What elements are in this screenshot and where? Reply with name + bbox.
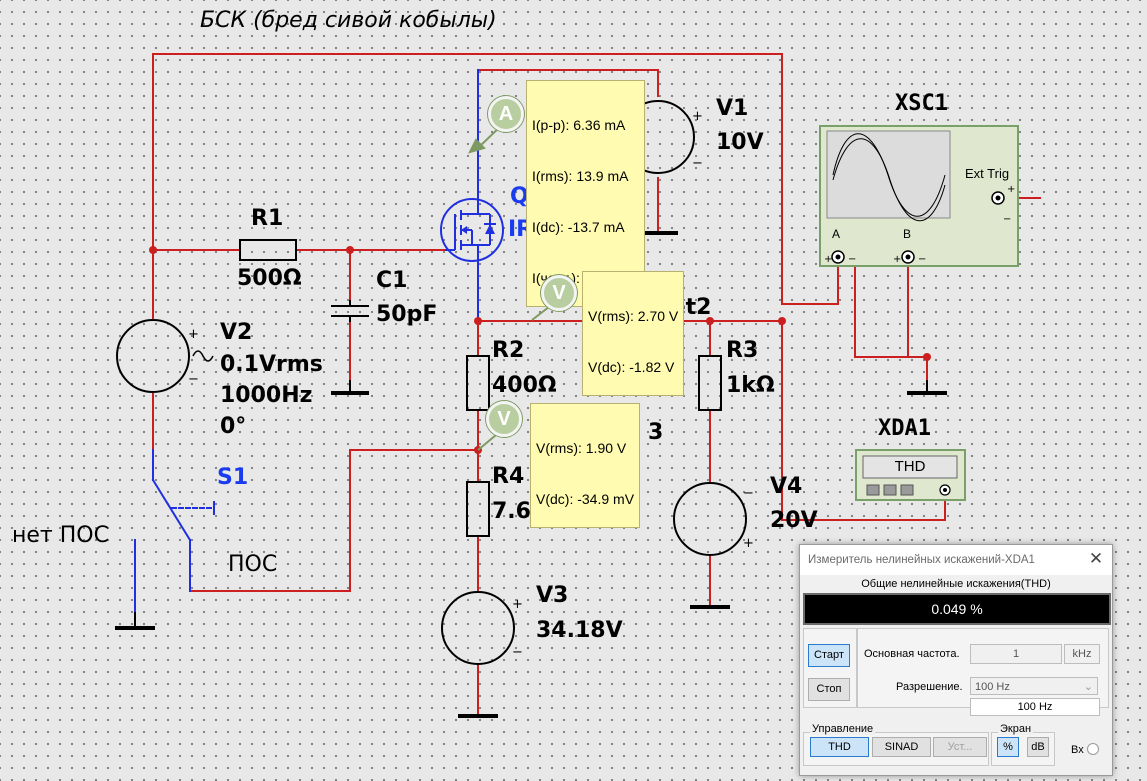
dialog-title: Измеритель нелинейных искажений-XDA1 — [808, 554, 1035, 566]
ammeter-probe-icon[interactable]: A — [488, 96, 524, 132]
voltage-probe-source-readout: V(rms): 1.90 V V(dc): -34.9 mV — [530, 403, 641, 528]
fundamental-frequency-input[interactable]: 1 — [970, 644, 1062, 664]
xsc1-oscilloscope[interactable]: + − + − + − — [819, 125, 1019, 267]
v3-source[interactable]: + − — [441, 591, 523, 665]
xda1-analyzer[interactable] — [855, 449, 966, 501]
r2-value[interactable]: 400Ω — [492, 373, 557, 398]
xsc1-channel-b: B — [903, 227, 912, 241]
settings-panel: Основная частота. 1 kHz Разрешение. 100 … — [857, 628, 1109, 716]
svg-text:+: + — [512, 597, 523, 612]
v3-ref[interactable]: V3 — [536, 583, 569, 608]
sinad-mode-button[interactable]: SINAD — [872, 737, 931, 757]
v2-line1[interactable]: 0.1Vrms — [220, 352, 323, 377]
setup-button[interactable]: Уст... — [933, 737, 987, 757]
resolution-select-value: 100 Hz — [975, 681, 1010, 693]
c1-symbol[interactable] — [331, 300, 369, 322]
r1-ref[interactable]: R1 — [251, 206, 284, 231]
svg-text:−: − — [743, 486, 754, 501]
label-no-feedback: нет ПОС — [12, 523, 109, 548]
svg-text:−: − — [188, 372, 199, 387]
r1-body[interactable] — [239, 239, 297, 261]
r4-ref[interactable]: R4 — [492, 464, 525, 489]
voltage-probe-source-icon[interactable]: V — [486, 401, 522, 437]
thd-mode-button[interactable]: THD — [810, 737, 869, 757]
v4-source[interactable]: − + — [673, 482, 754, 556]
resolution-label: Разрешение. — [896, 681, 963, 693]
display-group-label: Экран — [998, 723, 1034, 735]
fundamental-frequency-unit[interactable]: kHz — [1064, 644, 1100, 664]
svg-text:−: − — [1003, 214, 1011, 225]
xsc1-ext-trig-label: Ext Trig — [965, 166, 1010, 181]
control-group-label: Управление — [810, 723, 876, 735]
probe-drain-line-2: V(dc): -1.82 V — [588, 359, 675, 375]
percent-button[interactable]: % — [997, 737, 1019, 757]
r4-body[interactable] — [466, 481, 490, 537]
stop-button[interactable]: Стоп — [808, 678, 850, 701]
wires-red — [152, 53, 1041, 717]
thd-readout: 0.049 % — [803, 593, 1111, 625]
svg-text:+: + — [893, 254, 901, 265]
r2-body[interactable] — [466, 355, 490, 411]
svg-text:−: − — [692, 156, 703, 171]
c1-ref[interactable]: C1 — [376, 268, 408, 293]
chevron-down-icon: ⌄ — [1083, 681, 1093, 693]
ammeter-line-2: I(rms): 13.9 mA — [532, 168, 629, 184]
r3-value[interactable]: 1kΩ — [726, 373, 775, 398]
v2-line3[interactable]: 0° — [220, 414, 247, 439]
probe-source-line-2: V(dc): -34.9 mV — [536, 491, 635, 507]
r2-ref[interactable]: R2 — [492, 338, 525, 363]
s1-ref[interactable]: S1 — [217, 465, 249, 490]
xsc1-channel-a: A — [832, 227, 841, 241]
v2-line2[interactable]: 1000Hz — [220, 383, 313, 408]
close-icon[interactable]: ✕ — [1088, 549, 1104, 568]
svg-text:−: − — [512, 645, 523, 660]
r1-value[interactable]: 500Ω — [237, 266, 302, 291]
distortion-analyzer-window[interactable]: Измеритель нелинейных искажений-XDA1 ✕ О… — [799, 544, 1113, 776]
voltage-probe-drain-readout: V(rms): 2.70 V V(dc): -1.82 V — [582, 271, 685, 396]
v1-ref[interactable]: V1 — [716, 96, 749, 121]
junction-dots — [149, 246, 931, 454]
xsc1-ref[interactable]: XSC1 — [895, 91, 948, 116]
input-terminal-icon — [1087, 743, 1099, 755]
input-terminal-label: Вх — [1071, 744, 1084, 756]
page-title: БСК (бред сивой кобылы) — [200, 8, 497, 33]
svg-text:+: + — [824, 254, 832, 265]
c1-value[interactable]: 50pF — [376, 302, 438, 327]
wires-blue — [134, 69, 479, 613]
svg-text:+: + — [743, 536, 754, 551]
v4-value[interactable]: 20V — [770, 508, 818, 533]
dialog-titlebar[interactable]: Измеритель нелинейных искажений-XDA1 ✕ — [800, 545, 1112, 575]
hidden-net-label-2: 3 — [648, 420, 664, 445]
thd-caption: Общие нелинейные искажения(THD) — [861, 578, 1051, 590]
v1-value[interactable]: 10V — [716, 130, 764, 155]
v4-ref[interactable]: V4 — [770, 474, 803, 499]
v2-source[interactable]: + − — [116, 319, 214, 393]
r3-body[interactable] — [698, 355, 722, 411]
ammeter-line-3: I(dc): -13.7 mA — [532, 219, 625, 235]
r3-ref[interactable]: R3 — [726, 338, 759, 363]
v3-value[interactable]: 34.18V — [536, 618, 623, 643]
svg-text:+: + — [1007, 184, 1015, 195]
voltage-probe-drain-icon[interactable]: V — [541, 275, 577, 311]
probe-drain-line-1: V(rms): 2.70 V — [588, 308, 679, 324]
resolution-select[interactable]: 100 Hz ⌄ — [970, 677, 1098, 695]
svg-text:−: − — [918, 254, 926, 265]
q1-mosfet[interactable] — [440, 198, 504, 262]
run-controls-panel: Старт Стоп — [803, 628, 857, 708]
resolution-value: 100 Hz — [970, 698, 1100, 716]
xda1-display-label: THD — [894, 458, 926, 475]
probe-source-line-1: V(rms): 1.90 V — [536, 440, 627, 456]
xda1-ref[interactable]: XDA1 — [878, 416, 931, 441]
fundamental-frequency-label: Основная частота. — [864, 648, 960, 660]
svg-text:+: + — [188, 327, 199, 342]
start-button[interactable]: Старт — [808, 644, 850, 667]
label-feedback: ПОС — [228, 552, 278, 577]
v2-ref[interactable]: V2 — [220, 320, 253, 345]
svg-text:−: − — [848, 254, 856, 265]
svg-text:+: + — [692, 109, 703, 124]
ammeter-line-1: I(p-p): 6.36 mA — [532, 117, 626, 133]
db-button[interactable]: dB — [1027, 737, 1049, 757]
